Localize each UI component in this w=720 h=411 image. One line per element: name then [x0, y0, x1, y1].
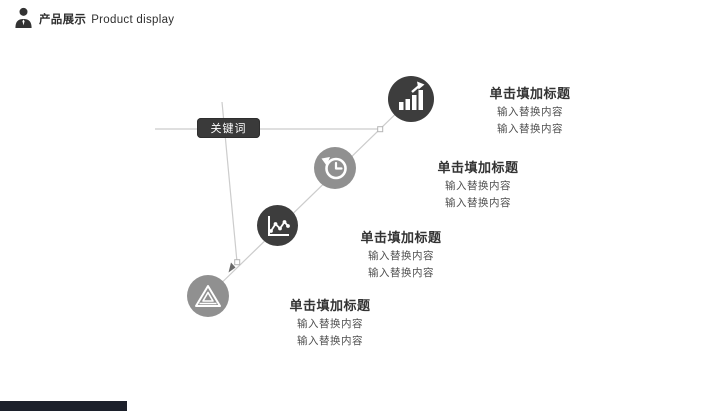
keyword-label: 关键词	[210, 123, 247, 135]
footer-bar	[0, 401, 127, 411]
junction-marker	[377, 126, 384, 133]
page-title-cn: 产品展示	[39, 13, 87, 26]
placeholder-block-1[interactable]: 单击填加标题 输入替换内容 输入替换内容	[489, 86, 570, 136]
placeholder-block-3[interactable]: 单击填加标题 输入替换内容 输入替换内容	[360, 230, 441, 280]
slide-header: 产品展示 Product display	[14, 7, 174, 30]
block-title[interactable]: 单击填加标题	[489, 86, 571, 101]
junction-marker	[234, 259, 241, 266]
block-line[interactable]: 输入替换内容	[367, 250, 434, 262]
page-title: 产品展示 Product display	[39, 11, 174, 27]
block-line[interactable]: 输入替换内容	[367, 267, 434, 279]
block-line[interactable]: 输入替换内容	[496, 106, 563, 118]
keyword-box[interactable]: 关键词	[197, 118, 260, 138]
block-line[interactable]: 输入替换内容	[444, 197, 511, 209]
growth-bar-chart-icon[interactable]	[388, 76, 434, 122]
history-clock-icon[interactable]	[314, 147, 356, 189]
block-line[interactable]: 输入替换内容	[444, 180, 511, 192]
person-icon	[14, 7, 33, 30]
arrowhead	[228, 262, 236, 273]
pyramid-triangle-icon[interactable]	[187, 275, 229, 317]
block-line[interactable]: 输入替换内容	[296, 318, 363, 330]
line-chart-icon[interactable]	[257, 205, 298, 246]
block-line[interactable]: 输入替换内容	[296, 335, 363, 347]
block-line[interactable]: 输入替换内容	[496, 123, 563, 135]
block-title[interactable]: 单击填加标题	[289, 298, 371, 313]
block-title[interactable]: 单击填加标题	[437, 160, 519, 175]
placeholder-block-2[interactable]: 单击填加标题 输入替换内容 输入替换内容	[437, 160, 518, 210]
placeholder-block-4[interactable]: 单击填加标题 输入替换内容 输入替换内容	[289, 298, 370, 348]
page-title-en: Product display	[91, 13, 175, 26]
block-title[interactable]: 单击填加标题	[360, 230, 442, 245]
